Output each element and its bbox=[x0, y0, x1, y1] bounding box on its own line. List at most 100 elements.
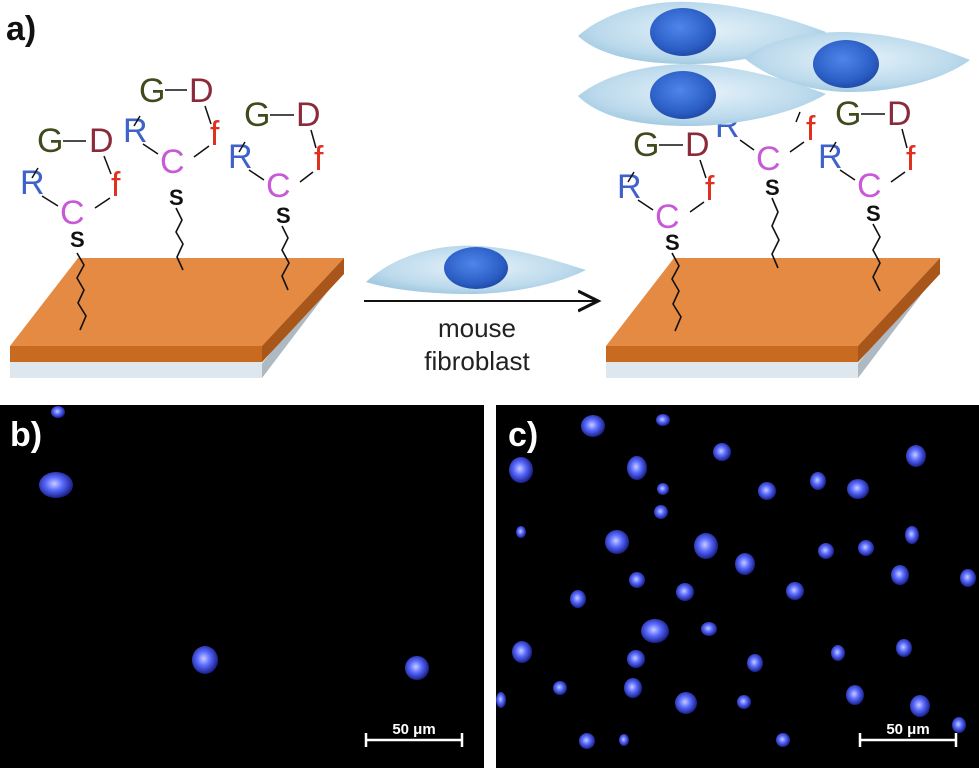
stained-nucleus bbox=[509, 457, 533, 483]
stained-nucleus bbox=[627, 650, 645, 668]
stained-nucleus bbox=[192, 646, 218, 674]
stained-nucleus bbox=[570, 590, 586, 608]
cys-left-3: C bbox=[266, 167, 291, 205]
sulfur-left-3: S bbox=[276, 203, 291, 228]
gly-left-3: G bbox=[244, 96, 270, 134]
phe-left-2: f bbox=[210, 115, 220, 153]
stained-nucleus bbox=[713, 443, 731, 461]
adhered-cell-right bbox=[744, 32, 970, 92]
stained-nucleus bbox=[810, 472, 826, 490]
cys-right-3: C bbox=[857, 167, 882, 205]
stained-nucleus bbox=[405, 656, 429, 680]
stained-nucleus bbox=[891, 565, 909, 585]
stained-nucleus bbox=[952, 717, 966, 733]
stained-nucleus bbox=[896, 639, 912, 657]
panel-b-label: b) bbox=[10, 416, 42, 454]
stained-nucleus bbox=[735, 553, 755, 575]
arg-right-3: R bbox=[818, 138, 843, 176]
phe-right-3: f bbox=[906, 140, 916, 178]
arrow-caption-line1: mouse bbox=[438, 313, 516, 343]
micrograph-panel-b: b) 50 μm bbox=[0, 405, 484, 768]
stained-nucleus bbox=[496, 692, 506, 708]
rgdfc-peptide-right-2: S C R f bbox=[715, 107, 816, 269]
gly-left-2: G bbox=[139, 72, 165, 110]
stained-nuclei-c bbox=[496, 414, 976, 749]
stained-nucleus bbox=[641, 619, 669, 643]
stained-nucleus bbox=[654, 505, 668, 519]
sulfur-left-1: S bbox=[70, 227, 85, 252]
asp-right-3: D bbox=[887, 95, 912, 133]
asp-left-3: D bbox=[296, 96, 321, 134]
rgdfc-peptide-left-1: S C R G D f bbox=[20, 122, 121, 331]
stained-nucleus bbox=[512, 641, 532, 663]
sulfur-right-1: S bbox=[665, 230, 680, 255]
rgdfc-peptide-left-3: S C R G D f bbox=[228, 96, 324, 291]
gold-substrate-right bbox=[606, 258, 940, 378]
cys-right-2: C bbox=[756, 140, 781, 178]
stained-nucleus bbox=[553, 681, 567, 695]
stained-nucleus bbox=[605, 530, 629, 554]
stained-nucleus bbox=[818, 543, 834, 559]
stained-nucleus bbox=[831, 645, 845, 661]
stained-nucleus bbox=[847, 479, 869, 499]
panel-c-label: c) bbox=[508, 416, 538, 454]
rgdfc-peptide-right-3: S C R G D f bbox=[818, 95, 916, 292]
stained-nucleus bbox=[581, 415, 605, 437]
phe-right-2: f bbox=[806, 110, 816, 148]
stained-nucleus bbox=[694, 533, 718, 559]
phe-right-1: f bbox=[705, 170, 715, 208]
single-fibroblast-cell bbox=[366, 245, 586, 294]
stained-nucleus bbox=[905, 526, 919, 544]
scale-bar-c-label: 50 μm bbox=[886, 721, 929, 738]
gly-left-1: G bbox=[37, 122, 63, 160]
stained-nucleus bbox=[858, 540, 874, 556]
stained-nucleus bbox=[516, 526, 526, 538]
gly-right-1: G bbox=[633, 126, 659, 164]
arg-left-3: R bbox=[228, 138, 253, 176]
asp-right-1: D bbox=[685, 126, 710, 164]
stained-nucleus bbox=[629, 572, 645, 588]
adhered-fibroblast-cells bbox=[578, 1, 970, 126]
stained-nucleus bbox=[619, 734, 629, 746]
stained-nucleus bbox=[579, 733, 595, 749]
stained-nucleus bbox=[701, 622, 717, 636]
stained-nucleus bbox=[776, 733, 790, 747]
cys-right-1: C bbox=[655, 198, 680, 236]
cys-left-1: C bbox=[60, 194, 85, 232]
stained-nucleus bbox=[51, 406, 65, 418]
gly-right-3: G bbox=[835, 95, 861, 133]
stained-nucleus bbox=[656, 414, 670, 426]
sulfur-right-2: S bbox=[765, 175, 780, 200]
stained-nucleus bbox=[906, 445, 926, 467]
stained-nucleus bbox=[675, 692, 697, 714]
arrow-caption-line2: fibroblast bbox=[424, 346, 530, 376]
arg-right-1: R bbox=[617, 168, 642, 206]
cys-left-2: C bbox=[160, 143, 185, 181]
scale-bar-b: 50 μm bbox=[364, 721, 464, 747]
stained-nucleus bbox=[627, 456, 647, 480]
stained-nucleus bbox=[910, 695, 930, 717]
adhered-cell-middle bbox=[578, 64, 826, 126]
stained-nucleus bbox=[676, 583, 694, 601]
stained-nucleus bbox=[758, 482, 776, 500]
rgdfc-peptide-left-2: S C R G D f bbox=[123, 72, 220, 271]
stained-nucleus bbox=[657, 483, 669, 495]
stained-nucleus bbox=[747, 654, 763, 672]
rgdfc-peptide-right-1: S C R G D f bbox=[617, 126, 715, 332]
stained-nucleus bbox=[39, 472, 73, 498]
stained-nucleus bbox=[960, 569, 976, 587]
scale-bar-c: 50 μm bbox=[858, 721, 958, 747]
micrograph-panel-c: c) 50 μm bbox=[496, 405, 979, 768]
stained-nucleus bbox=[786, 582, 804, 600]
gold-substrate-left bbox=[10, 258, 344, 378]
arg-left-1: R bbox=[20, 164, 45, 202]
asp-left-2: D bbox=[189, 72, 214, 110]
panel-a-label: a) bbox=[6, 10, 36, 48]
asp-left-1: D bbox=[89, 122, 114, 160]
sulfur-left-2: S bbox=[169, 185, 184, 210]
stained-nucleus bbox=[624, 678, 642, 698]
phe-left-3: f bbox=[314, 140, 324, 178]
phe-left-1: f bbox=[111, 166, 121, 204]
sulfur-right-3: S bbox=[866, 201, 881, 226]
